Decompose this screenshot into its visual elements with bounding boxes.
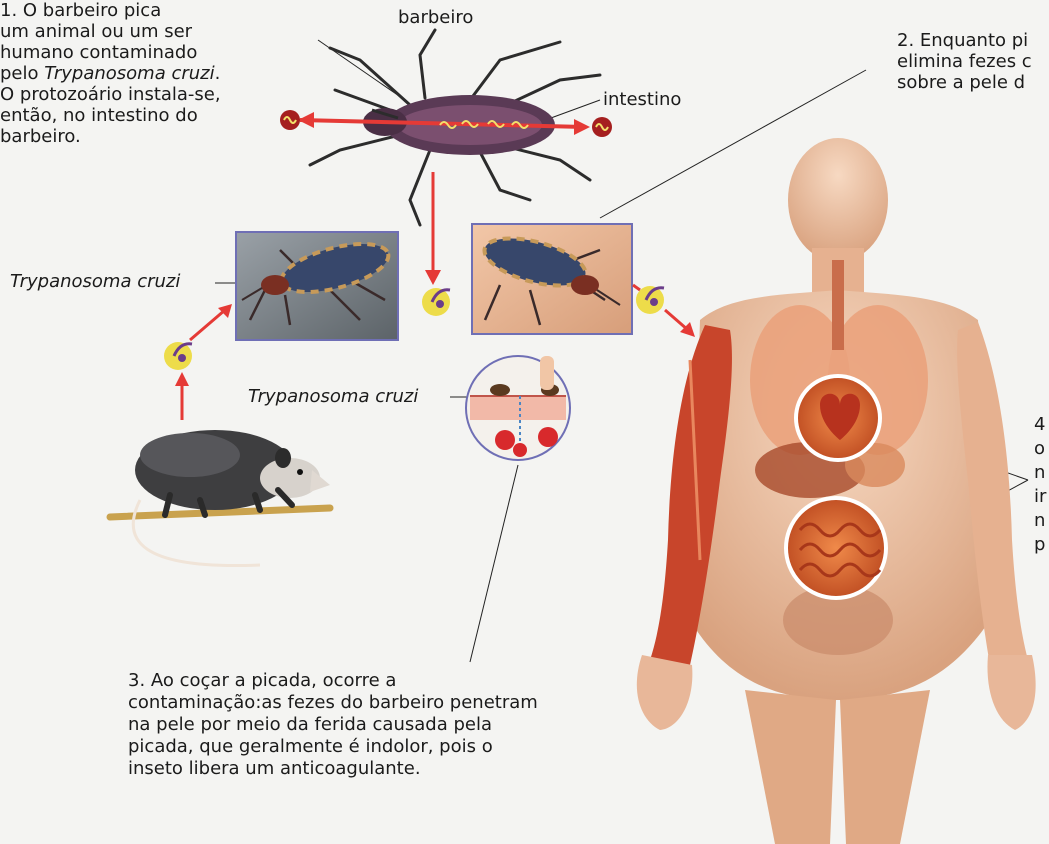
parasite-center — [422, 288, 450, 316]
box-bug-skin — [472, 224, 632, 334]
box-bug-gray — [236, 232, 398, 340]
skin-cross-section — [466, 356, 570, 460]
intestine-highlight — [786, 498, 886, 598]
human-figure — [637, 138, 1036, 844]
parasite-left — [164, 342, 192, 370]
heart-highlight — [796, 376, 880, 460]
opossum — [110, 430, 330, 566]
arrow-down — [425, 172, 441, 285]
parasite-right — [636, 286, 664, 314]
